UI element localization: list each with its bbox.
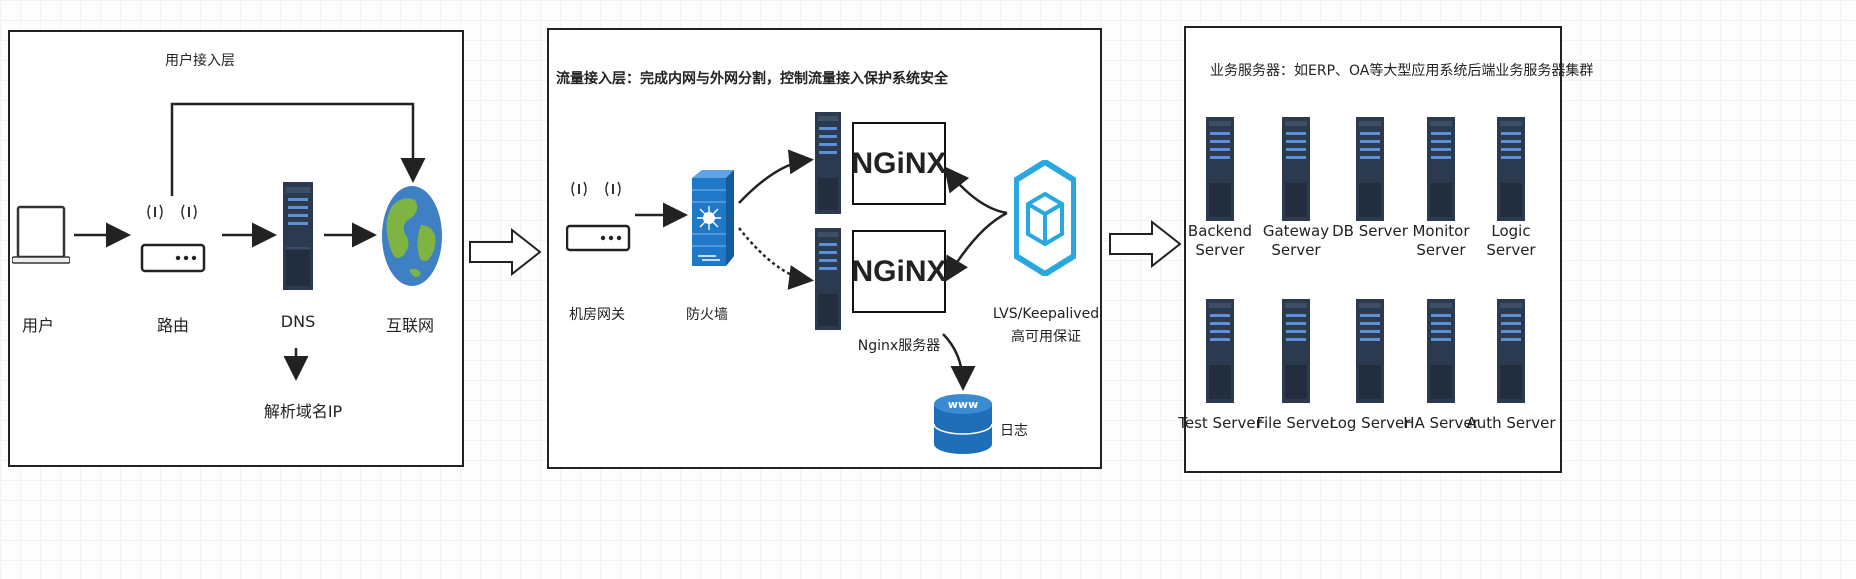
server-label-line1: Logic [1491,222,1531,240]
panel2-connectors [635,149,1008,391]
database-icon [932,392,994,456]
node-label-firewall: 防火墙 [686,307,728,323]
server-icon [1497,299,1525,403]
globe-icon [381,185,443,287]
server-label-line1: Test Server [1178,414,1262,432]
server-label-line2: Server [1416,241,1466,259]
node-label-router: 路由 [156,316,190,335]
server-label: Auth Server [1466,414,1555,433]
nginx-server-icon-top [815,112,841,214]
flow-arrow-1 [468,228,542,276]
node-label-gateway: 机房网关 [569,307,625,323]
server-icon [1282,117,1310,221]
server-label: File Server [1256,414,1335,433]
node-label-resolve-ip: 解析域名IP [263,402,343,421]
firewall-icon [690,168,736,268]
laptop-icon [12,205,70,265]
server-label: HA Server [1403,414,1479,433]
node-label-nginx-servers: Nginx服务器 [857,338,941,354]
node-label-dns: DNS [280,312,316,331]
server-icon [1356,117,1384,221]
server-label-line1: Gateway [1262,222,1330,240]
panel1-connectors [74,102,426,381]
panel-title-business: 业务服务器：如ERP、OA等大型应用系统后端业务服务器集群 [1210,63,1594,79]
gateway-router-icon [566,178,632,258]
node-label-lvs-line1: LVS/Keepalived [992,306,1100,322]
server-label-line1: Backend [1187,222,1253,240]
server-label-line1: Auth Server [1466,414,1556,432]
server-icon [1427,299,1455,403]
server-label-line2: Server [1486,241,1536,259]
lvs-keepalived-icon [1014,160,1076,276]
server-label-line2: Server [1195,241,1245,259]
node-label-user: 用户 [22,316,55,335]
node-label-internet: 互联网 [385,316,435,335]
server-icon [1427,117,1455,221]
server-label-line2: Server [1271,241,1321,259]
server-icon [1282,299,1310,403]
flow-arrow-2 [1108,220,1182,268]
nginx-logo-bottom: NGiNX [852,230,947,313]
nginx-server-icon-bottom [815,228,841,330]
panel-title-traffic-access: 流量接入层：完成内网与外网分割，控制流量接入保护系统安全 [556,71,948,87]
server-label: DB Server [1332,222,1408,241]
server-label-line1: Monitor [1412,222,1470,240]
node-label-lvs-line2: 高可用保证 [1011,329,1081,345]
server-icon [1497,117,1525,221]
server-label: Test Server [1178,414,1262,433]
server-icon [1206,117,1234,221]
server-label-line1: DB Server [1332,222,1408,240]
panel-title-user-access: 用户接入层 [165,53,235,69]
nginx-logo-top: NGiNX [852,122,947,205]
server-label-line1: HA Server [1403,414,1479,432]
database-label-www: www [947,398,979,411]
dns-server-icon [283,182,313,290]
server-icon [1356,299,1384,403]
node-label-log: 日志 [1000,423,1028,439]
server-label-line1: Log Server [1329,414,1411,432]
server-label: Log Server [1330,414,1411,433]
router-icon [140,195,206,275]
server-icon [1206,299,1234,403]
server-label-line1: File Server [1256,414,1336,432]
